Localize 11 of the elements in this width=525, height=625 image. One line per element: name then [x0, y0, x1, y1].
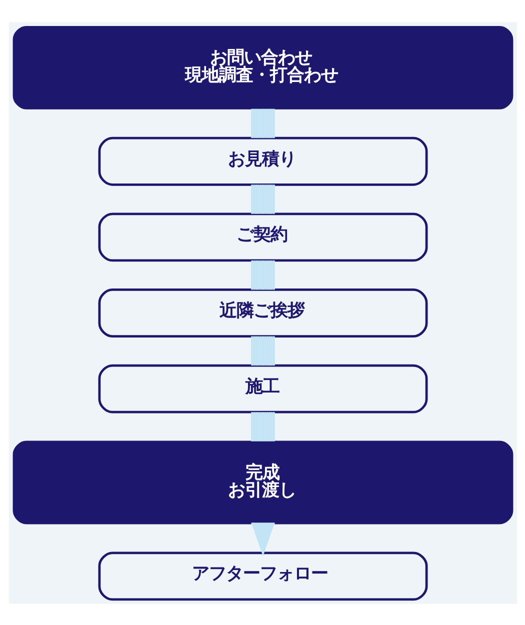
connector: [250, 336, 274, 366]
node-box: 施工: [98, 364, 428, 413]
connector: [250, 108, 274, 138]
node-box: お問い合わせ 現地調査・打合わせ: [12, 25, 513, 109]
connector: [250, 412, 274, 441]
node-box: お見積り: [98, 136, 428, 186]
node-box: 近隣ご挨拶: [98, 288, 428, 337]
node-box: アフターフォロー: [98, 551, 428, 600]
connector: [250, 260, 274, 290]
connector: [250, 184, 274, 214]
node-box: ご契約: [98, 212, 428, 262]
